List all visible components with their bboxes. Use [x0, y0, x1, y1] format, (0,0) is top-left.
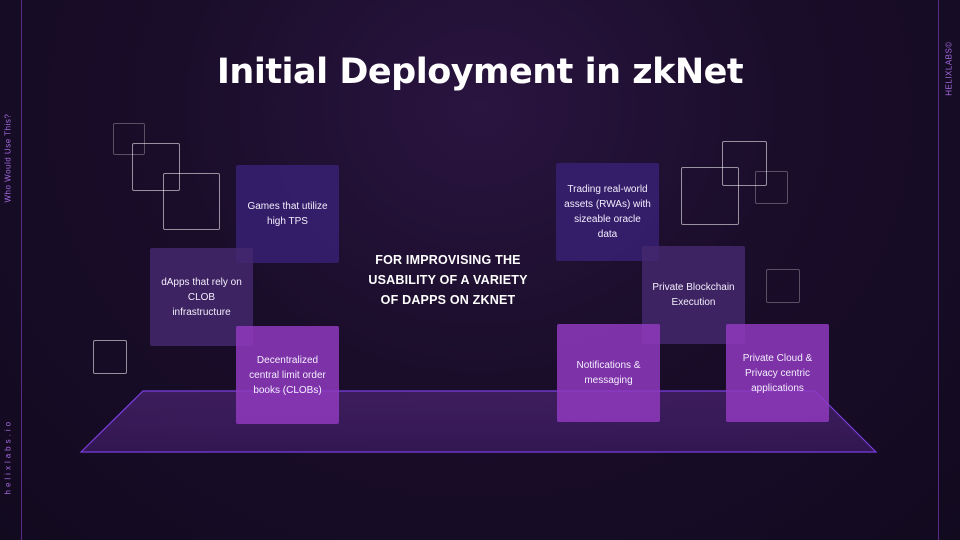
center-statement: FOR IMPROVISING THE USABILITY OF A VARIE…: [368, 253, 528, 307]
deco-square: [132, 143, 180, 191]
card-clobs: Decentralized central limit order books …: [236, 326, 339, 424]
card-games: Games that utilize high TPS: [236, 165, 339, 263]
deco-square: [163, 173, 220, 230]
card-dapps-clob: dApps that rely on CLOB infrastructure: [150, 248, 253, 346]
deco-square: [766, 269, 800, 303]
deco-square: [755, 171, 788, 204]
card-notifications: Notifications & messaging: [557, 324, 660, 422]
card-rwa: Trading real-world assets (RWAs) with si…: [556, 163, 659, 261]
deco-square: [93, 340, 127, 374]
deco-square: [722, 141, 767, 186]
right-border-line: [938, 0, 939, 540]
card-private-cloud: Private Cloud & Privacy centric applicat…: [726, 324, 829, 422]
page-title: Initial Deployment in zkNet: [216, 52, 744, 92]
left-border-line: [21, 0, 22, 540]
deco-square: [113, 123, 145, 155]
card-private-execution: Private Blockchain Execution: [642, 246, 745, 344]
deco-square: [681, 167, 739, 225]
